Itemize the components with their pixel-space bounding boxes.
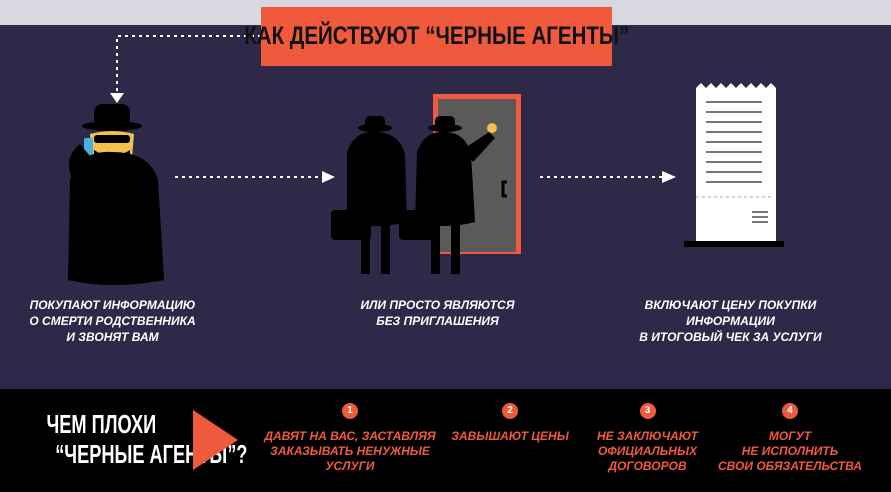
reason-text: ЗАВЫШАЮТ ЦЕНЫ bbox=[451, 429, 569, 443]
receipt-icon bbox=[684, 83, 784, 247]
number-badge: 1 bbox=[342, 403, 358, 419]
caption-line: БЕЗ ПРИГЛАШЕНИЯ bbox=[376, 314, 499, 328]
play-arrow-icon bbox=[193, 410, 238, 470]
reason-text: ОФИЦИАЛЬНЫХ bbox=[598, 444, 697, 458]
reason-3: 3 НЕ ЗАКЛЮЧАЮТ ОФИЦИАЛЬНЫХ ДОГОВОРОВ bbox=[580, 403, 715, 474]
step-caption-3: ВКЛЮЧАЮТ ЦЕНУ ПОКУПКИ ИНФОРМАЦИИ В ИТОГО… bbox=[628, 297, 833, 345]
reason-text: МОГУТ bbox=[768, 429, 812, 443]
reason-4: 4 МОГУТ НЕ ИСПОЛНИТЬ СВОИ ОБЯЗАТЕЛЬСТВА bbox=[715, 403, 865, 474]
dotted-arrows bbox=[110, 35, 676, 183]
caption-line: И ЗВОНЯТ ВАМ bbox=[66, 330, 159, 344]
agent-on-phone-icon bbox=[68, 104, 164, 285]
bottom-panel: ЧЕМ ПЛОХИ “ЧЕРНЫЕ АГЕНТЫ”? 1 ДАВЯТ НА ВА… bbox=[0, 389, 891, 492]
caption-line: О СМЕРТИ РОДСТВЕННИКА bbox=[29, 314, 196, 328]
agents-at-door-icon bbox=[331, 94, 521, 274]
reason-text: СВОИ ОБЯЗАТЕЛЬСТВА bbox=[718, 459, 862, 473]
reason-2: 2 ЗАВЫШАЮТ ЦЕНЫ bbox=[445, 403, 575, 444]
reason-text: НЕ ЗАКЛЮЧАЮТ bbox=[596, 429, 699, 443]
reason-text: ДАВЯТ НА ВАС, ЗАСТАВЛЯЯ bbox=[264, 429, 436, 443]
reason-text: УСЛУГИ bbox=[325, 459, 375, 473]
reason-1: 1 ДАВЯТ НА ВАС, ЗАСТАВЛЯЯ ЗАКАЗЫВАТЬ НЕН… bbox=[255, 403, 445, 474]
caption-line: ИЛИ ПРОСТО ЯВЛЯЮТСЯ bbox=[360, 298, 515, 312]
step-caption-2: ИЛИ ПРОСТО ЯВЛЯЮТСЯ БЕЗ ПРИГЛАШЕНИЯ bbox=[335, 297, 540, 329]
page-title: КАК ДЕЙСТВУЮТ “ЧЕРНЫЕ АГЕНТЫ” bbox=[244, 7, 629, 66]
caption-line: В ИТОГОВЫЙ ЧЕК ЗА УСЛУГИ bbox=[639, 330, 822, 344]
reason-text: НЕ ИСПОЛНИТЬ bbox=[741, 444, 839, 458]
question-line: ЧЕМ ПЛОХИ bbox=[46, 409, 157, 439]
caption-line: ИНФОРМАЦИИ bbox=[686, 314, 775, 328]
number-badge: 2 bbox=[502, 403, 518, 419]
caption-line: ПОКУПАЮТ ИНФОРМАЦИЮ bbox=[29, 298, 196, 312]
number-badge: 4 bbox=[782, 403, 798, 419]
caption-line: ВКЛЮЧАЮТ ЦЕНУ ПОКУПКИ bbox=[644, 298, 817, 312]
question-heading: ЧЕМ ПЛОХИ “ЧЕРНЫЕ АГЕНТЫ”? bbox=[14, 409, 248, 469]
title-text: КАК ДЕЙСТВУЮТ “ЧЕРНЫЕ АГЕНТЫ” bbox=[244, 22, 629, 50]
reason-text: ДОГОВОРОВ bbox=[608, 459, 687, 473]
number-badge: 3 bbox=[639, 403, 656, 419]
reason-text: ЗАКАЗЫВАТЬ НЕНУЖНЫЕ bbox=[270, 444, 430, 458]
step-caption-1: ПОКУПАЮТ ИНФОРМАЦИЮ О СМЕРТИ РОДСТВЕННИК… bbox=[10, 297, 215, 345]
